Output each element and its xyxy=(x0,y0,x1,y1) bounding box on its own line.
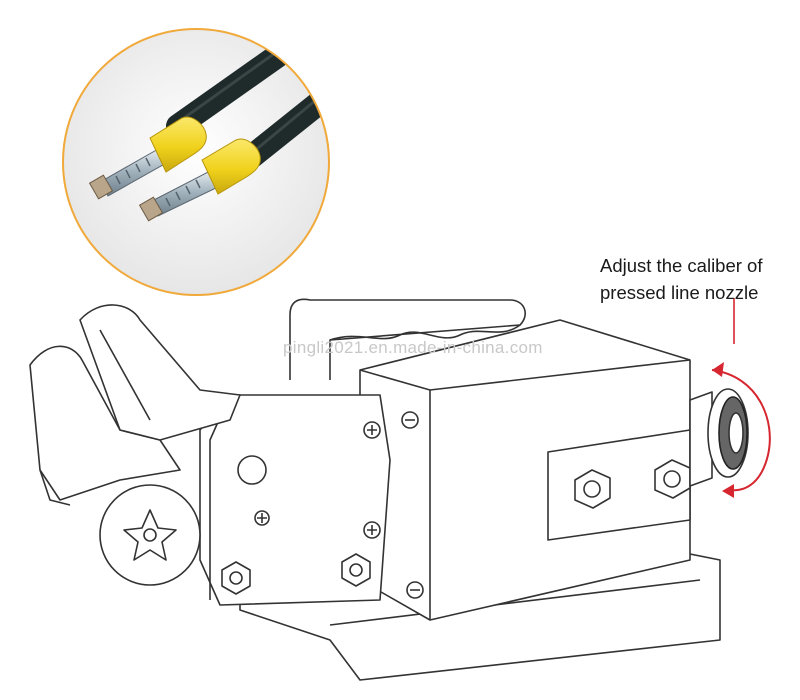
hex-nut-left xyxy=(574,469,611,509)
adjust-knob xyxy=(689,388,749,487)
hex-nut-plate-right xyxy=(341,553,371,587)
hex-nut-plate-left xyxy=(221,561,251,595)
callout-line-2: pressed line nozzle xyxy=(600,282,759,303)
ferrule-inset xyxy=(62,28,330,296)
ferrule-lower xyxy=(138,138,261,222)
rotation-arrow xyxy=(711,298,771,498)
callout-line-1: Adjust the caliber of xyxy=(600,255,763,276)
ferrule-upper xyxy=(88,116,207,200)
hex-nut-right xyxy=(654,459,691,499)
crimping-tool xyxy=(29,298,749,681)
adjust-caliber-callout: Adjust the caliber of pressed line nozzl… xyxy=(600,252,790,306)
watermark: pingli2021.en.made-in-china.com xyxy=(283,338,543,357)
